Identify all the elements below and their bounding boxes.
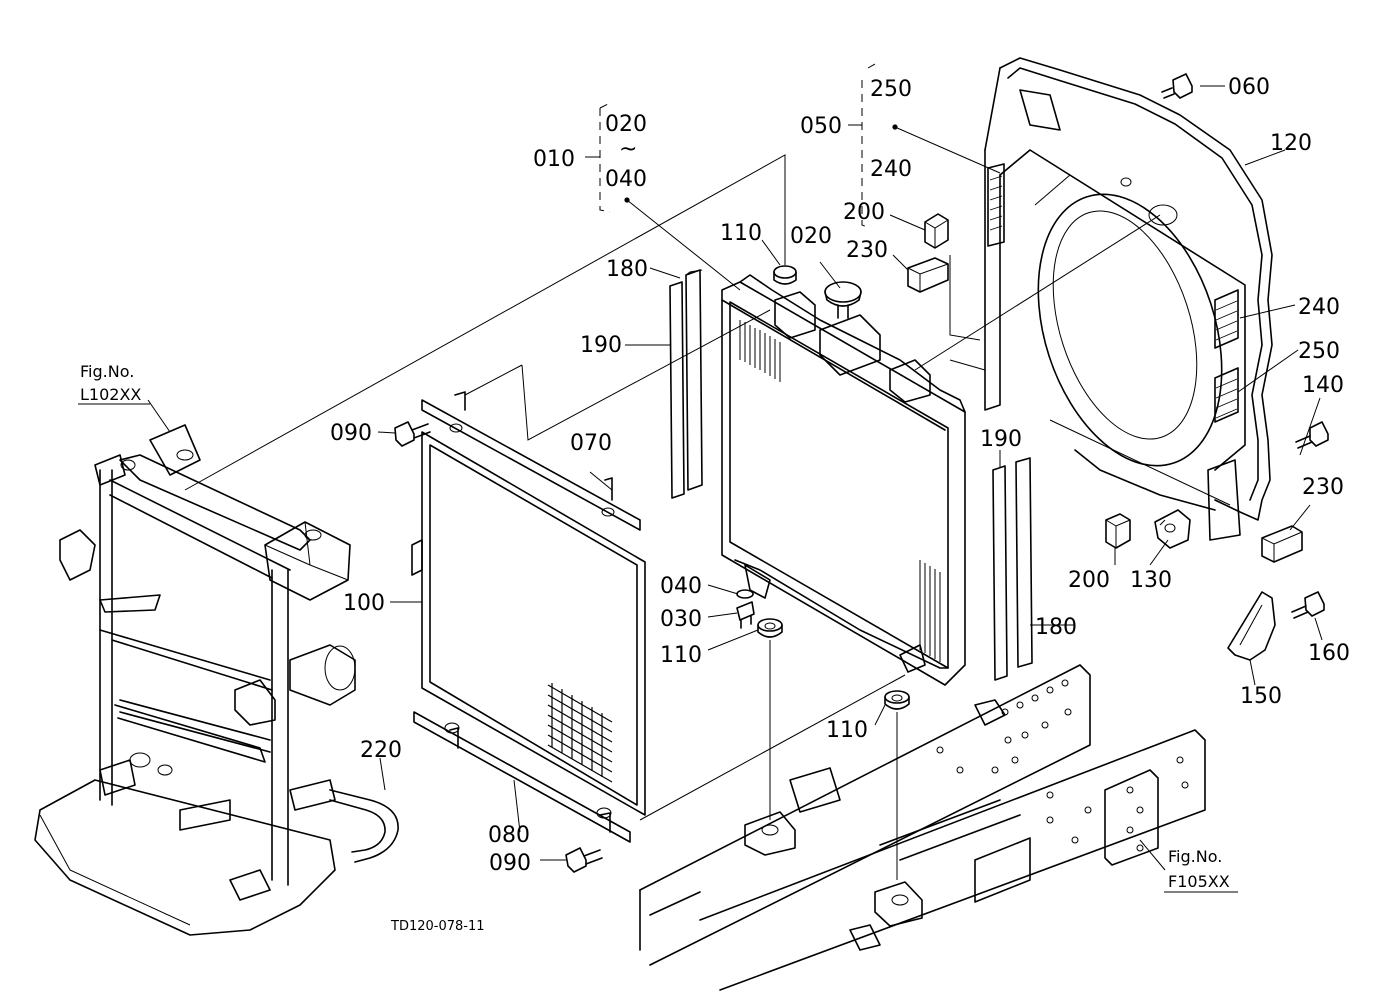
label-110-top: 110 <box>720 221 762 246</box>
label-range-tilde: ~ <box>619 137 637 162</box>
bracket-150 <box>1227 591 1276 661</box>
fig-ref-left-number: L102XX <box>80 385 141 404</box>
pad-230-right <box>1261 525 1303 563</box>
bottom-bar-080 <box>413 711 631 843</box>
plug-030 <box>736 601 755 629</box>
label-200-bottom: 200 <box>1068 568 1110 593</box>
label-030: 030 <box>660 607 702 632</box>
fig-reference-right: Fig.No. F105XX <box>1164 847 1238 893</box>
fig-ref-right-number: F105XX <box>1168 872 1230 891</box>
label-190-right: 190 <box>980 427 1022 452</box>
label-060: 060 <box>1228 75 1270 100</box>
bolt-160 <box>1291 591 1325 619</box>
fig-reference-left: Fig.No. L102XX <box>78 362 150 405</box>
label-250-group: 250 <box>870 77 912 102</box>
mount-110-right <box>884 690 910 710</box>
label-240-right: 240 <box>1298 295 1340 320</box>
clamp-130 <box>1154 509 1191 549</box>
hose-220 <box>329 789 399 863</box>
label-020-group: 020 <box>605 112 647 137</box>
label-040: 040 <box>660 574 702 599</box>
label-110-mid: 110 <box>660 643 702 668</box>
label-190-left: 190 <box>580 333 622 358</box>
bolt-140 <box>1295 421 1329 449</box>
bolt-060 <box>1161 73 1193 99</box>
label-040-group: 040 <box>605 167 647 192</box>
pad-200-top <box>924 213 949 249</box>
pad-230-top <box>907 257 949 293</box>
leader-lines <box>147 63 1323 880</box>
label-160: 160 <box>1308 641 1350 666</box>
screen-mesh <box>547 683 613 783</box>
sticker-240-top <box>987 163 1005 247</box>
label-150: 150 <box>1240 684 1282 709</box>
label-130: 130 <box>1130 568 1172 593</box>
sticker-240-right <box>1214 289 1239 349</box>
label-140: 140 <box>1302 373 1344 398</box>
pad-200-bottom <box>1105 513 1131 549</box>
cap-020 <box>824 281 862 319</box>
label-230-top: 230 <box>846 238 888 263</box>
label-020: 020 <box>790 224 832 249</box>
sticker-250-right <box>1214 367 1239 423</box>
top-bar-070 <box>421 391 641 531</box>
label-220: 220 <box>360 738 402 763</box>
label-110-right: 110 <box>826 718 868 743</box>
label-240-group: 240 <box>870 157 912 182</box>
label-070: 070 <box>570 431 612 456</box>
screen-100 <box>411 431 646 816</box>
shroud-120 <box>984 57 1273 541</box>
label-180-left: 180 <box>606 257 648 282</box>
bolt-090-bottom <box>565 847 603 873</box>
fig-ref-left-title: Fig.No. <box>80 362 134 381</box>
label-090-bottom: 090 <box>489 851 531 876</box>
fig-ref-right-title: Fig.No. <box>1168 847 1222 866</box>
left-frame-assembly <box>34 424 356 936</box>
mount-110-mid <box>757 618 783 638</box>
washer-040 <box>736 589 754 599</box>
label-250-right: 250 <box>1298 339 1340 364</box>
label-050: 050 <box>800 114 842 139</box>
seal-190-right <box>992 465 1008 681</box>
label-100: 100 <box>343 591 385 616</box>
label-090-top: 090 <box>330 421 372 446</box>
mount-110-top <box>773 265 797 285</box>
seal-190-left <box>669 281 685 499</box>
label-230-right: 230 <box>1302 475 1344 500</box>
label-080: 080 <box>488 823 530 848</box>
part-labels: 010 020 ~ 040 050 250 240 060 120 240 25… <box>330 75 1350 876</box>
label-180-right: 180 <box>1035 615 1077 640</box>
drawing-code: TD120-078-11 <box>390 919 485 934</box>
seal-180-right <box>1015 457 1033 668</box>
label-010: 010 <box>533 147 575 172</box>
label-200-top: 200 <box>843 200 885 225</box>
seal-180-left <box>685 269 703 491</box>
chassis-holes <box>936 679 1189 852</box>
label-120: 120 <box>1270 131 1312 156</box>
radiator-core <box>721 274 966 686</box>
chassis-assembly <box>639 664 1206 991</box>
